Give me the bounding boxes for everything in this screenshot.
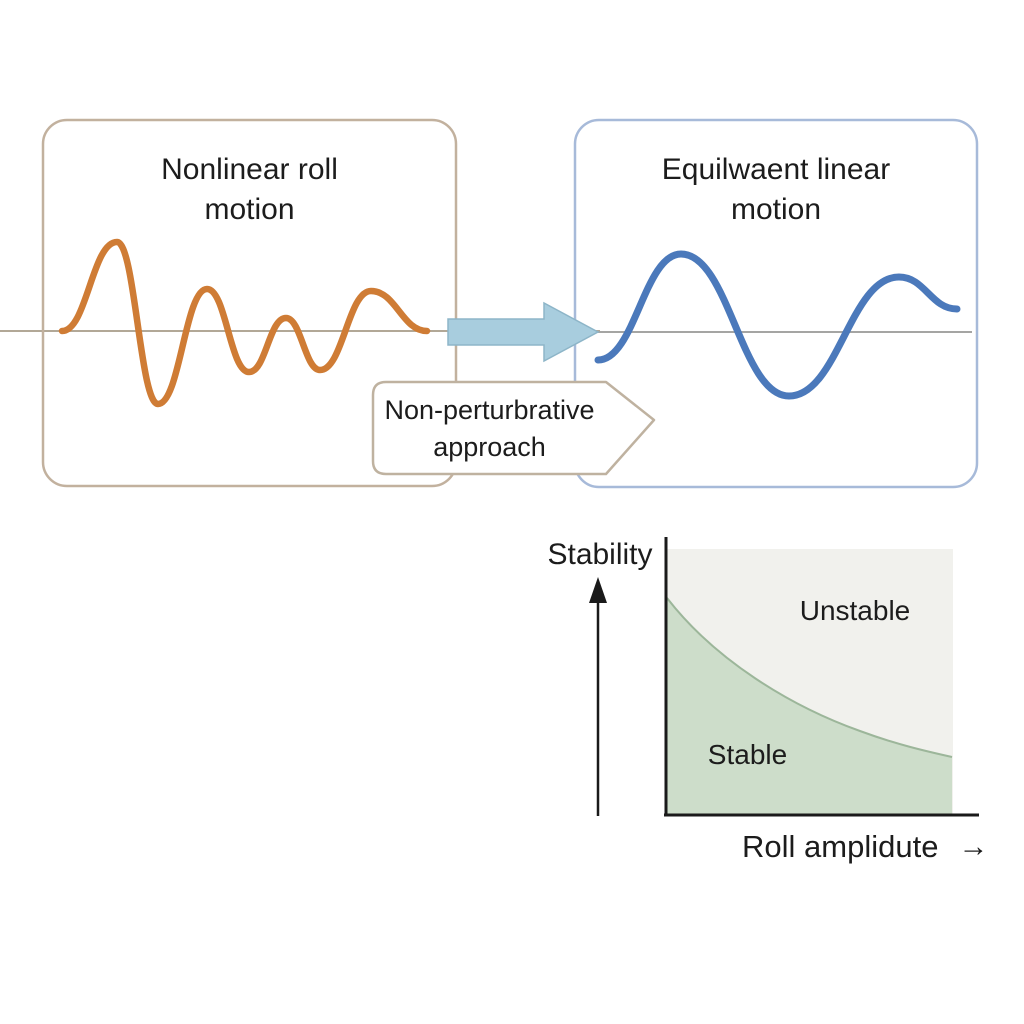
stability-boundary-curve [666, 597, 953, 758]
nonlinear-wave [58, 238, 431, 408]
callout-label-line1: Non-perturbrative [384, 395, 595, 425]
nonlinear-box-title: Nonlinear roll motion [43, 150, 456, 230]
callout-label: Non-perturbrative approach [373, 392, 606, 466]
right-arrow-icon: → [958, 830, 989, 863]
stable-region [667, 598, 952, 814]
unstable-region-label: Unstable [799, 595, 911, 626]
flow-arrow [447, 301, 600, 363]
stable-region-label: Stable [707, 739, 788, 770]
roll-amplitude-text: Roll amplidute [742, 829, 939, 864]
roll-amplitude-axis-label: Roll amplidute → [742, 829, 988, 865]
callout-label-line2: approach [433, 432, 546, 462]
equivalent-wave [594, 250, 961, 400]
equivalent-title-line2: motion [730, 193, 822, 226]
nonlinear-title-line1: Nonlinear roll [161, 153, 338, 186]
equivalent-box-outline [573, 118, 979, 489]
equivalent-title-line1: Equilwaent linear [661, 153, 891, 186]
stability-axis-label: Stability [547, 538, 653, 571]
nonlinear-title-line2: motion [204, 193, 295, 226]
equivalent-box-title: Equilwaent linear motion [575, 150, 977, 230]
nonlinear-box-outline [41, 118, 458, 488]
callout-shape [371, 380, 656, 476]
up-arrow-icon [589, 577, 607, 603]
